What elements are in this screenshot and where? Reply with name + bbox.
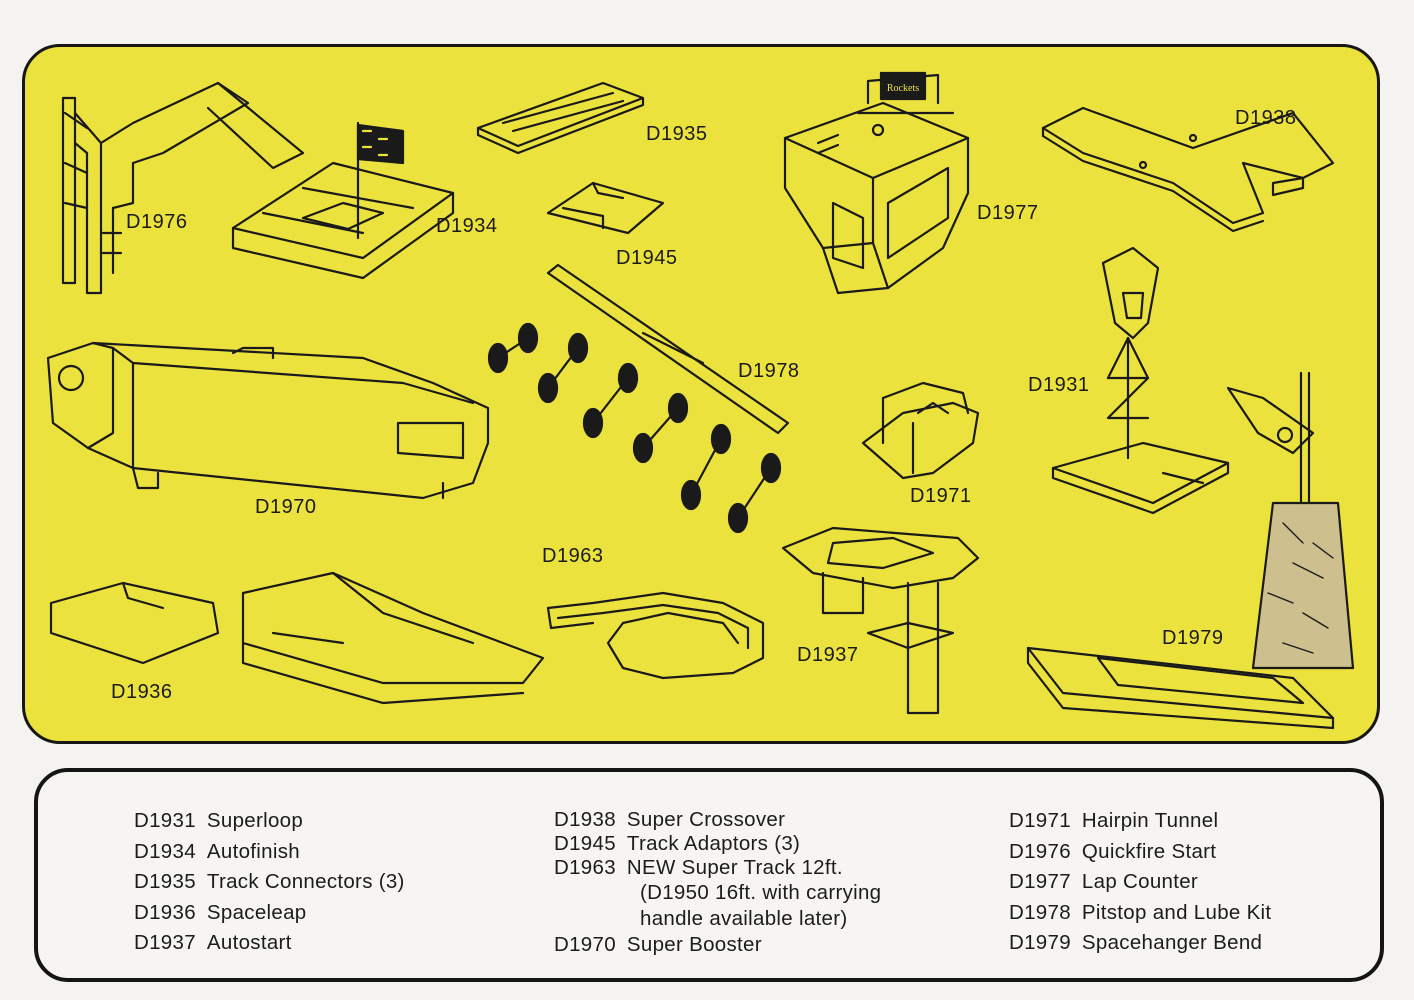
quickfire-start-drawing (61, 81, 305, 295)
label-d1979: D1979 (1162, 627, 1224, 649)
label-d1970: D1970 (255, 496, 317, 518)
legend-item-continuation: handle available later) (640, 907, 848, 930)
label-d1977: D1977 (977, 202, 1039, 224)
track-adaptors-drawing (546, 181, 665, 235)
super-booster-drawing (46, 341, 490, 500)
label-d1971: D1971 (910, 485, 972, 507)
hairpin-tunnel-drawing (861, 381, 980, 480)
label-d1936: D1936 (111, 681, 173, 703)
label-d1935: D1935 (646, 123, 708, 145)
label-d1976: D1976 (126, 211, 188, 233)
label-d1978: D1978 (738, 360, 800, 382)
super-crossover-drawing (1041, 106, 1335, 233)
autofinish-drawing (231, 121, 455, 280)
super-track-drawing (546, 591, 765, 680)
label-d1963: D1963 (542, 545, 604, 567)
pitstop-lube-kit-drawing (487, 263, 790, 534)
parts-illustration-panel: Rockets (22, 44, 1380, 744)
lap-counter-badge: Rockets (887, 83, 919, 94)
label-d1931: D1931 (1028, 374, 1090, 396)
label-d1945: D1945 (616, 247, 678, 269)
lap-counter-drawing (783, 71, 970, 295)
label-d1937: D1937 (797, 644, 859, 666)
track-connectors-drawing (476, 81, 645, 155)
spacehanger-bend-drawing (1026, 371, 1355, 730)
label-d1938: D1938 (1235, 107, 1297, 129)
parts-line-art: Rockets (46, 71, 1355, 730)
superloop-drawing (1051, 246, 1230, 515)
label-d1934: D1934 (436, 215, 498, 237)
autostart-drawing (781, 526, 980, 715)
spaceleap-drawing (49, 571, 545, 705)
legend-item-continuation: (D1950 16ft. with carrying (640, 881, 882, 904)
